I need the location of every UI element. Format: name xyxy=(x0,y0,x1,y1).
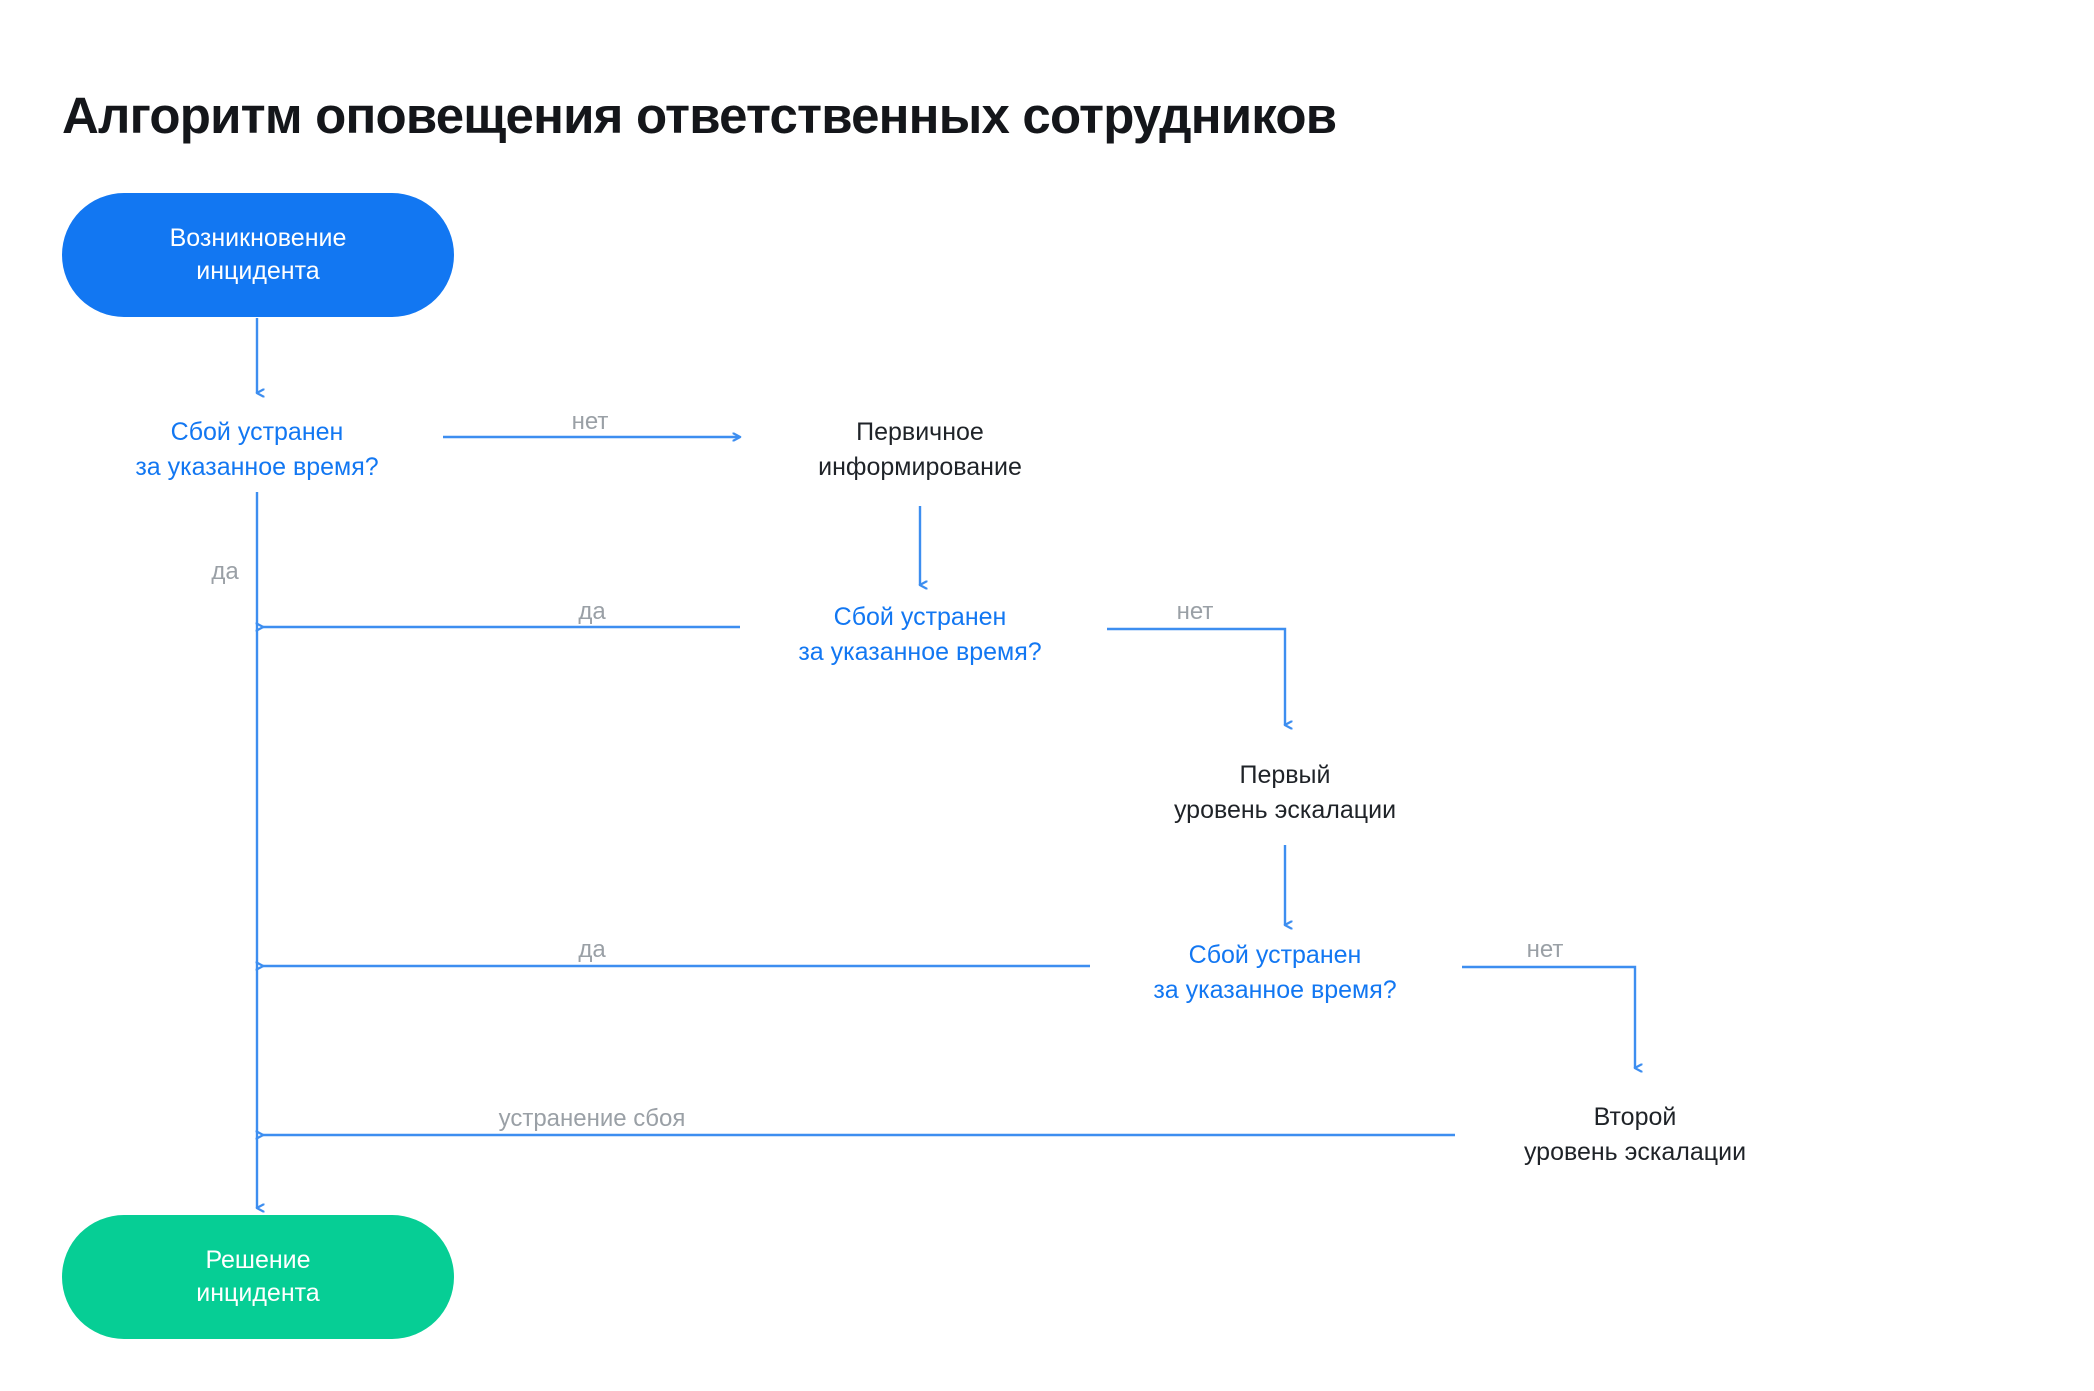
edge-decision2-no-to-escalation1 xyxy=(1107,627,1285,725)
edge-label-yes-2: да xyxy=(578,598,606,625)
node-escalation-level-2-line1: Второй xyxy=(1593,1103,1677,1131)
edge-label-no-3: нет xyxy=(1526,936,1564,963)
node-decision-1-line1: Сбой устранен xyxy=(170,418,344,446)
node-decision-3[interactable]: Сбой устранен за указанное время? xyxy=(1153,938,1396,1007)
edge-label-no-1: нет xyxy=(571,408,609,435)
node-primary-informing[interactable]: Первичное информирование xyxy=(818,415,1022,484)
node-end-line2: инцидента xyxy=(196,1279,320,1307)
edge-label-yes-trunk: да xyxy=(211,558,239,585)
node-escalation-level-1[interactable]: Первый уровень эскалации xyxy=(1174,758,1396,827)
node-decision-2-line2: за указанное время? xyxy=(798,637,1042,666)
node-decision-3-line2: за указанное время? xyxy=(1153,975,1397,1004)
node-end[interactable]: Решение инцидента xyxy=(62,1215,454,1339)
edge-label-no-2: нет xyxy=(1176,598,1214,625)
edge-label-yes-3: да xyxy=(578,936,606,963)
node-decision-2-line1: Сбой устранен xyxy=(833,603,1007,631)
edge-decision3-no-to-escalation2 xyxy=(1462,965,1635,1068)
node-escalation-level-2[interactable]: Второй уровень эскалации xyxy=(1524,1100,1746,1169)
node-escalation-level-2-line2: уровень эскалации xyxy=(1523,1137,1747,1166)
page-title: Алгоритм оповещения ответственных сотруд… xyxy=(62,87,1337,145)
node-primary-informing-line2: информирование xyxy=(818,452,1022,481)
node-start-line2: инцидента xyxy=(196,257,320,285)
node-escalation-level-1-line1: Первый xyxy=(1239,761,1331,789)
node-decision-1-line2: за указанное время? xyxy=(135,452,379,481)
node-escalation-level-1-line2: уровень эскалации xyxy=(1173,795,1397,824)
edge-label-resolution: устранение сбоя xyxy=(498,1105,686,1132)
node-decision-2[interactable]: Сбой устранен за указанное время? xyxy=(798,600,1041,669)
node-start[interactable]: Возникновение инцидента xyxy=(62,193,454,317)
node-primary-informing-line1: Первичное xyxy=(856,418,984,446)
node-decision-3-line1: Сбой устранен xyxy=(1188,941,1362,969)
node-decision-1[interactable]: Сбой устранен за указанное время? xyxy=(135,415,378,484)
node-end-line1: Решение xyxy=(205,1246,311,1274)
node-start-line1: Возникновение xyxy=(169,224,347,252)
